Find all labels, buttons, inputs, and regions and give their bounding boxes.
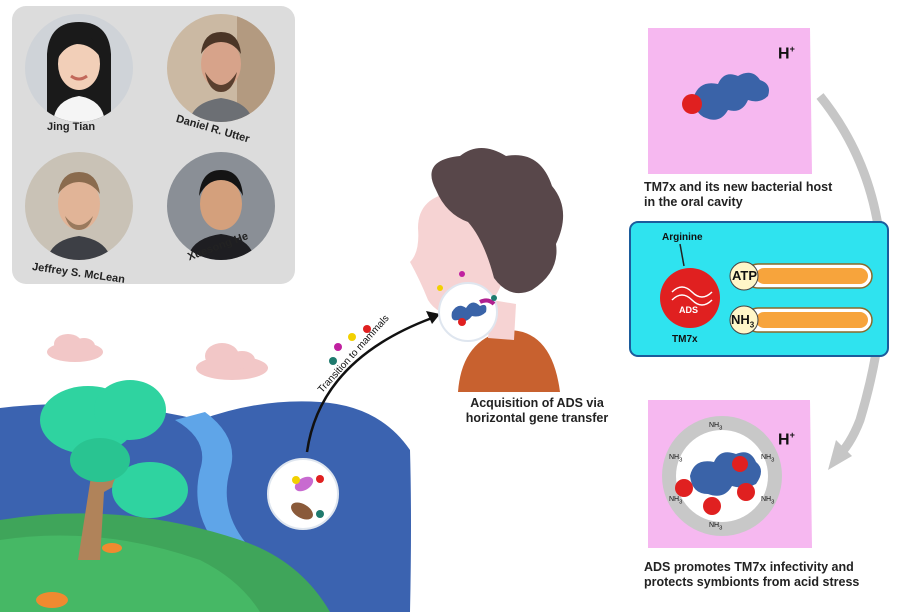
host-bacterium-icon (682, 72, 769, 120)
acquisition-caption: Acquisition of ADS via horizontal gene t… (452, 396, 622, 426)
transition-dots (329, 325, 371, 365)
atp-circle (729, 261, 759, 291)
tm7x-label: TM7x (672, 334, 698, 345)
outcome-caption: ADS promotes TM7x infectivity and protec… (644, 560, 859, 590)
portrait-jeffrey-mclean (25, 152, 133, 260)
portrait-jing-tian (25, 14, 133, 122)
person-photo-icon (25, 152, 133, 260)
proton-charge: + (789, 430, 795, 440)
atp-bar-fill (756, 268, 868, 284)
outcome-caption-line2: protects symbionts from acid stress (644, 575, 860, 589)
acquisition-caption-line2: horizontal gene transfer (465, 411, 609, 425)
nh3-shell-label: NH3 (761, 496, 775, 506)
nh3-bar-fill (756, 312, 868, 328)
dna-icon (671, 286, 713, 306)
host-caption: TM7x and its new bacterial host in the o… (644, 180, 832, 210)
proton-label-top: H+ (778, 44, 795, 63)
river (175, 412, 330, 612)
proton-charge: + (789, 44, 795, 54)
nh3-shell-label: NH3 (709, 522, 723, 532)
nh3-shell-label: NH3 (761, 454, 775, 464)
nh3-main: NH (731, 312, 750, 327)
cloud-icon (47, 334, 268, 380)
proton-symbol: H (778, 431, 790, 449)
person-name-1: Jing Tian (47, 121, 96, 133)
outcome-caption-line1: ADS promotes TM7x infectivity and (644, 560, 854, 574)
portrait-xuesong-he (167, 152, 275, 260)
flower-icon (36, 543, 122, 608)
microbe-bubble (267, 458, 339, 530)
host-caption-line1: TM7x and its new bacterial host (644, 180, 833, 194)
transition-arrow (305, 316, 433, 453)
arginine-label: Arginine (662, 232, 703, 243)
nh3-shell-label: NH3 (709, 422, 723, 432)
nh3-label: NH3 (731, 312, 754, 330)
proton-label-bottom: H+ (778, 430, 795, 449)
host-bacterium-icon (675, 452, 761, 515)
tree-icon (40, 380, 188, 560)
nh3-shell-label: NH3 (669, 496, 683, 506)
arginine-line (679, 243, 685, 267)
grass-field-light (0, 535, 260, 612)
process-arrow-head-icon (828, 440, 852, 470)
nh3-subscript: 3 (749, 320, 755, 330)
arrow-head-icon (426, 311, 440, 324)
acquisition-caption-line1: Acquisition of ADS via (470, 396, 604, 410)
nh3-circle (729, 305, 759, 335)
atp-label: ATP (732, 268, 758, 283)
ads-enzyme-label: ADS (679, 305, 699, 315)
person-photo-icon (25, 14, 133, 122)
nh3-shell-label: NH3 (669, 454, 683, 464)
proton-symbol: H (778, 45, 790, 63)
person-photo-icon (167, 152, 275, 260)
host-caption-line2: in the oral cavity (644, 195, 743, 209)
human-head-icon (410, 148, 564, 392)
